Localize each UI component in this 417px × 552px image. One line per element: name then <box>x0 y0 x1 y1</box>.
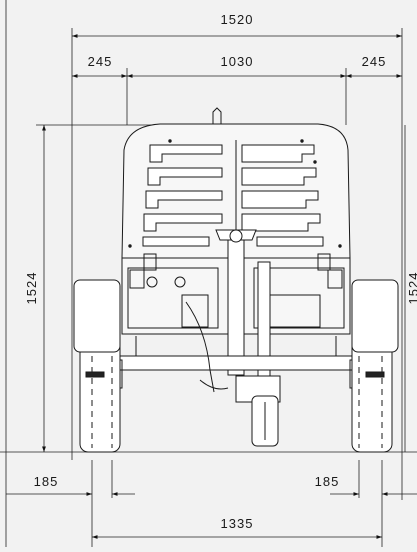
dim-wheel-left: 185 <box>34 474 59 489</box>
drawbar <box>227 239 245 376</box>
lifting-eye <box>212 107 222 124</box>
dim-center-width: 1030 <box>221 54 254 69</box>
right-wheel <box>351 279 399 453</box>
dim-overall-width: 1520 <box>221 12 254 27</box>
left-wheel <box>73 279 121 453</box>
dim-left-offset: 245 <box>88 54 113 69</box>
dim-right-offset: 245 <box>362 54 387 69</box>
dim-height-left: 1524 <box>24 272 39 305</box>
axle <box>113 355 359 371</box>
trailer-front-view <box>73 107 399 453</box>
dim-height-right: 1524 <box>406 272 417 305</box>
dim-track-width: 1335 <box>221 516 254 531</box>
dim-wheel-right: 185 <box>315 474 340 489</box>
